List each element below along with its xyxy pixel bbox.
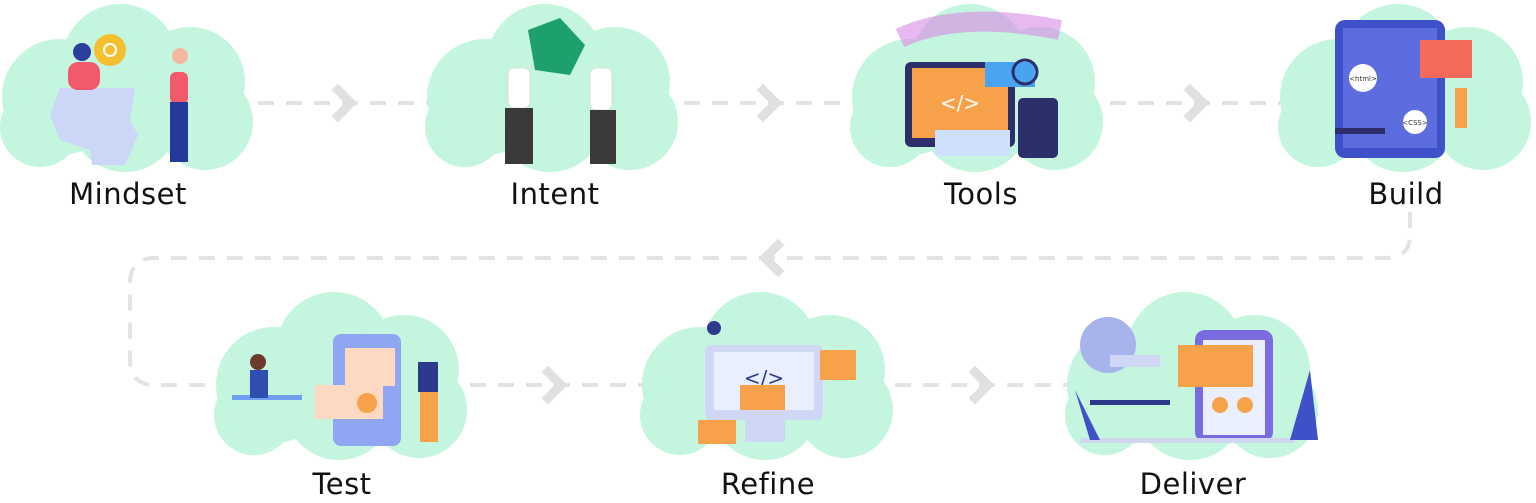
phone-checklist-icon [232, 334, 438, 446]
step-label-build: Build [1368, 177, 1444, 211]
step-label-test: Test [312, 467, 372, 501]
chevron-right-icon [331, 83, 358, 123]
monitor-code-icon: </> [698, 321, 856, 444]
svg-text:<html>: <html> [1349, 75, 1377, 83]
code-build-icon: <html> <CSS> [1335, 20, 1472, 158]
chevron-right-icon [968, 365, 995, 405]
chevron-right-icon [541, 365, 568, 405]
chevron-right-icon [756, 83, 783, 123]
step-label-deliver: Deliver [1139, 467, 1247, 501]
svg-text:<CSS>: <CSS> [1402, 119, 1428, 127]
step-label-intent: Intent [510, 177, 600, 211]
leaf-handshake-icon [505, 18, 616, 164]
svg-text:</>: </> [940, 91, 980, 115]
chevron-left-icon [758, 238, 785, 278]
chevron-right-icon [1183, 83, 1210, 123]
phone-delivery-icon [1075, 317, 1318, 443]
devices-tools-icon: </> [895, 11, 1062, 158]
step-label-refine: Refine [720, 467, 816, 501]
connector-build-test [128, 212, 1412, 387]
step-label-tools: Tools [944, 177, 1018, 211]
step-label-mindset: Mindset [69, 177, 187, 211]
lightbulb-head-icon [50, 34, 188, 165]
